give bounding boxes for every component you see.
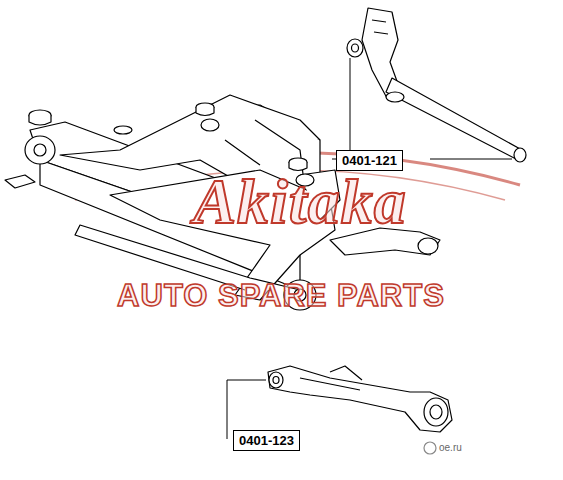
trailing-arm xyxy=(347,8,526,162)
subframe xyxy=(5,95,440,310)
callout-box: 0401-123 xyxy=(233,430,300,451)
watermark-text: AUTO SPARE PARTS xyxy=(117,278,445,314)
watermark-site: oe.ru xyxy=(439,442,462,453)
lower-arm xyxy=(268,366,452,432)
callout-number: 0401-121 xyxy=(342,153,397,168)
callout-number: 0401-123 xyxy=(239,433,294,448)
leader-line xyxy=(227,58,512,439)
watermark-logo: Akitaka xyxy=(193,165,406,239)
